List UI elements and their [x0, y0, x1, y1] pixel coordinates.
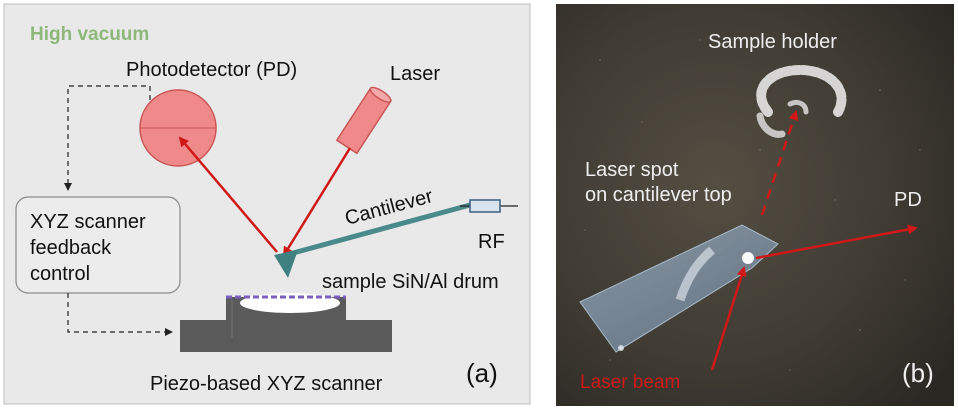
scanner-control-line	[67, 293, 173, 336]
laser-source-icon	[335, 86, 392, 155]
incident-laser-beam	[282, 147, 352, 257]
laser-spot-line-2: on cantilever top	[585, 184, 732, 206]
panel-a: High vacuum Photodetector (PD) Laser Can…	[3, 3, 531, 405]
panel-a-tag: (a)	[466, 358, 498, 388]
laser-spot	[742, 252, 754, 264]
beam-to-sample-holder	[760, 110, 799, 216]
piezo-scanner-base	[180, 320, 392, 352]
feedback-line-1: XYZ scanner	[30, 211, 146, 233]
feedback-line-3: control	[30, 263, 90, 285]
feedback-control-box	[15, 196, 181, 294]
panel-b-tag: (b)	[902, 358, 934, 388]
photodetector-icon	[139, 89, 217, 167]
incoming-laser-beam	[710, 266, 747, 371]
beam-to-pd	[755, 224, 918, 260]
reflected-laser-beam	[178, 136, 278, 253]
scanner-label: Piezo-based XYZ scanner	[150, 373, 383, 395]
laser-beam-label: Laser beam	[580, 372, 680, 393]
panel-b: Sample holder Laser spot on cantilever t…	[556, 4, 954, 406]
pd-label: PD	[894, 189, 922, 211]
high-vacuum-label: High vacuum	[30, 24, 149, 45]
sample-label: sample SiN/Al drum	[322, 271, 499, 293]
sample-holder-label: Sample holder	[708, 31, 837, 53]
laser-spot-line-1: Laser spot	[585, 159, 679, 181]
rf-label: RF	[478, 231, 505, 253]
cantilever-icon	[274, 202, 471, 278]
sample-holder-image	[756, 64, 847, 138]
feedback-line-2: feedback	[30, 237, 112, 259]
rf-resistor-icon	[460, 199, 518, 213]
feedback-signal-line	[64, 85, 151, 191]
laser-label: Laser	[390, 63, 440, 85]
photodetector-label: Photodetector (PD)	[126, 59, 297, 81]
